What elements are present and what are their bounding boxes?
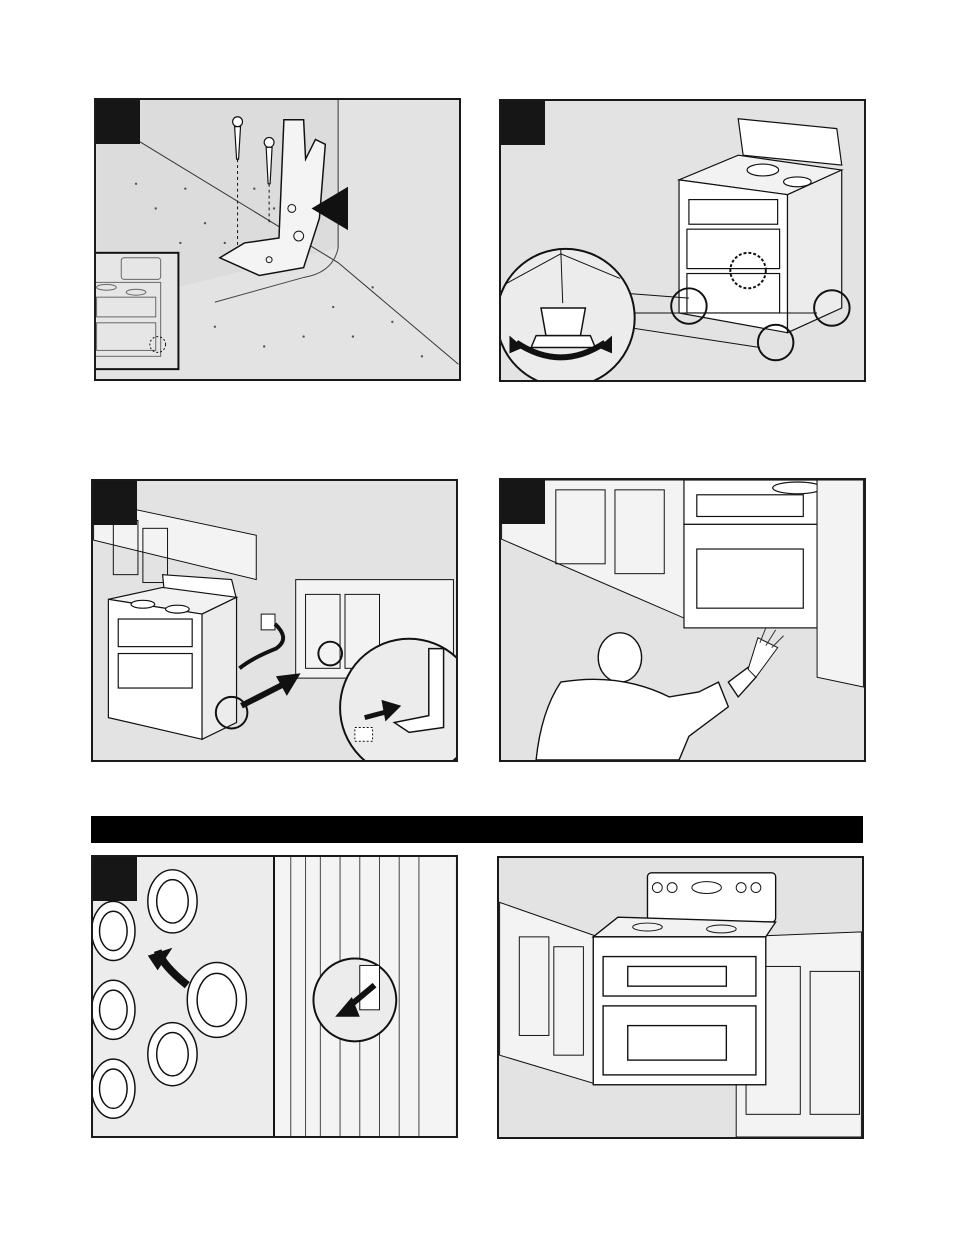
installed-range-illustration — [499, 858, 862, 1137]
panel-leveling-legs — [499, 99, 866, 382]
step-badge — [501, 480, 545, 524]
knob-illustration — [93, 857, 456, 1136]
step-badge — [96, 100, 140, 144]
step-badge — [501, 101, 545, 145]
panel-anti-tip-bracket — [94, 98, 461, 381]
section-heading-bar — [91, 816, 863, 843]
inspection-illustration — [501, 480, 864, 760]
bracket-illustration — [96, 100, 459, 379]
panel-install-knobs — [91, 855, 458, 1138]
step-badge — [93, 481, 137, 525]
panel-verify-bracket — [499, 478, 866, 762]
step-badge — [93, 857, 137, 901]
panel-slide-into-bracket — [91, 479, 458, 762]
panel-installed-range — [497, 856, 864, 1139]
slide-in-illustration — [93, 481, 456, 760]
leveling-illustration — [501, 101, 864, 380]
